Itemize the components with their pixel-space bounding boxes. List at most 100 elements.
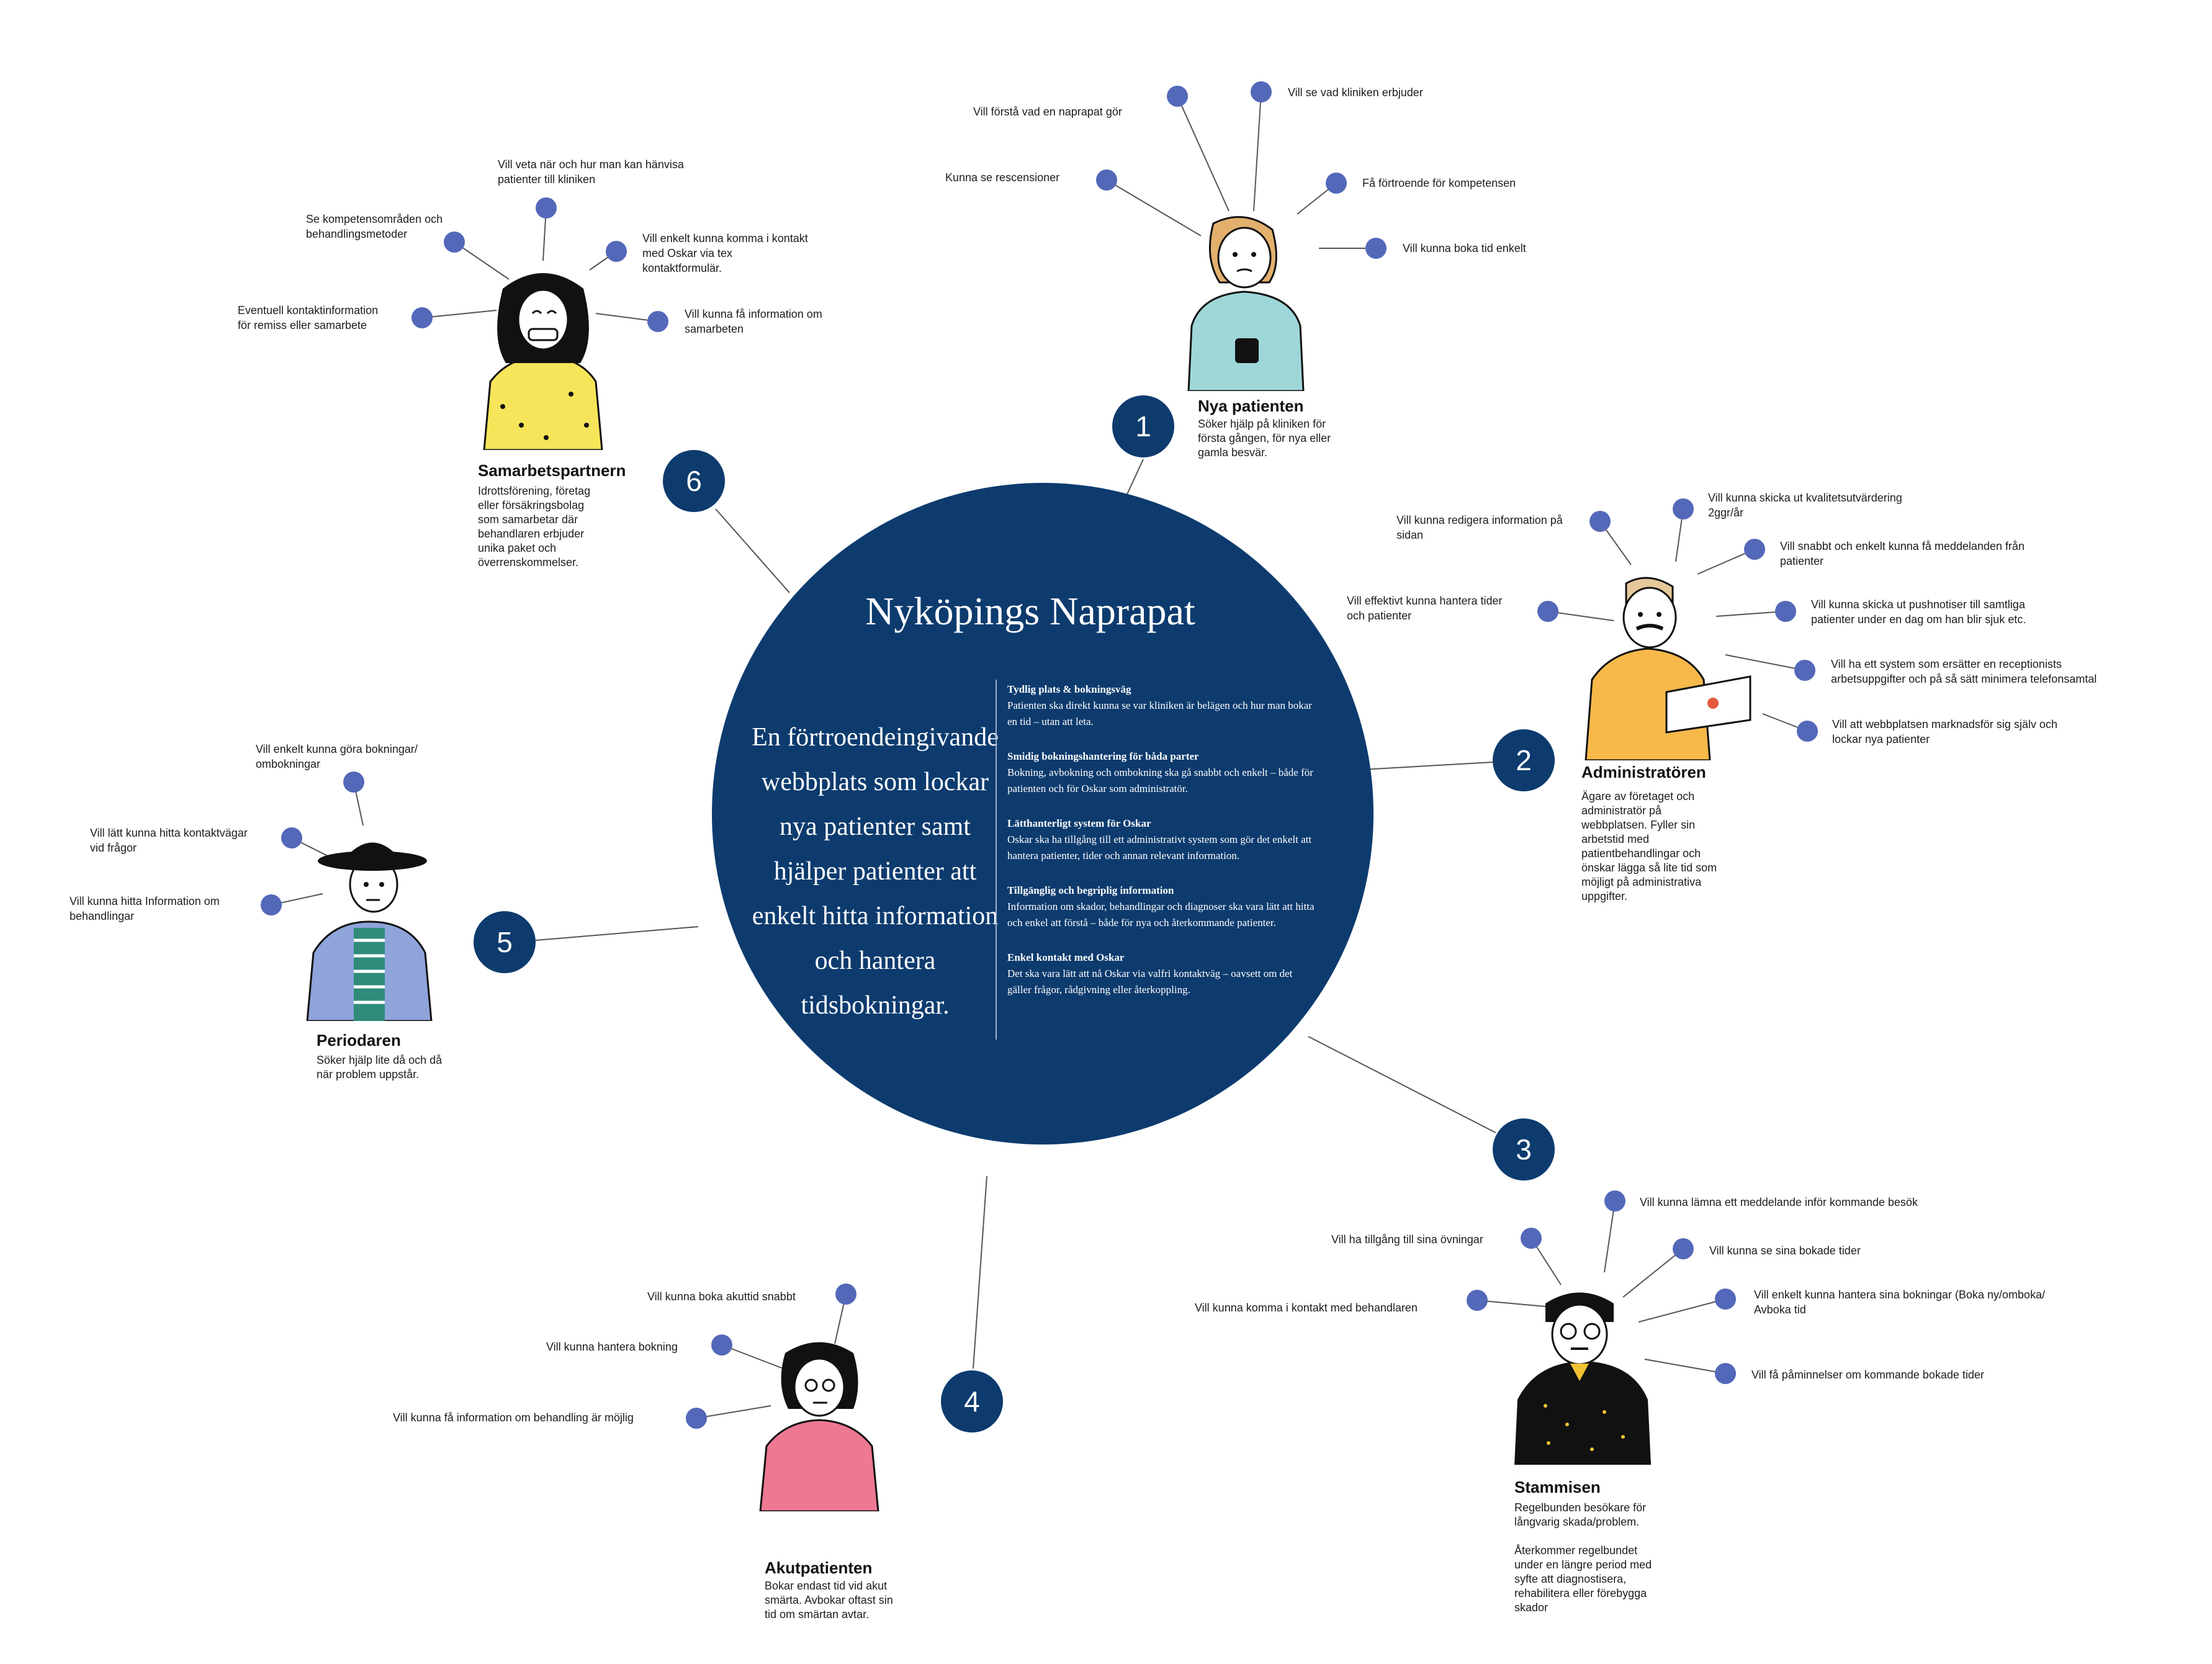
need-label: Vill enkelt kunna komma i kontakt med Os… [642, 232, 808, 274]
need-dot [606, 241, 627, 262]
need-dot [1251, 81, 1272, 102]
regular-patient-illustration [1514, 1292, 1651, 1465]
persona-description: Regelbunden besökare för långvarig skada… [1514, 1501, 1652, 1614]
principle-text: Information om skador, behandlingar och … [1007, 901, 1315, 929]
persona-number-2: 2 [1493, 729, 1555, 791]
need-dot [536, 197, 557, 218]
principles-list: Tydlig plats & bokningsväg Patienten ska… [1007, 681, 1318, 1017]
persona-description: Idrottsförening, företag eller försäkrin… [478, 485, 591, 569]
need-dot [1467, 1290, 1488, 1311]
need-label: Vill kunna se sina bokade tider [1709, 1244, 1861, 1257]
need-label: Vill kunna skicka ut pushnotiser till sa… [1811, 598, 2026, 626]
persona-name: Administratören [1581, 763, 1706, 781]
need-label: Vill kunna hantera bokning [546, 1341, 678, 1353]
acute-patient-illustration [759, 1342, 879, 1511]
need-dot [281, 827, 302, 848]
need-dot [1096, 169, 1117, 191]
need-label: Vill förstå vad en naprapat gör [973, 106, 1122, 118]
hub-connector-3 [1308, 1036, 1496, 1133]
principle-item: Smidig bokningshantering för båda parter… [1007, 749, 1318, 797]
need-dot [647, 311, 668, 332]
need-dot [1537, 601, 1558, 622]
principle-title: Tillgänglig och begriplig information [1007, 884, 1174, 896]
persona-number-1: 1 [1112, 395, 1174, 457]
need-label: Vill få påminnelser om kommande bokade t… [1751, 1369, 1984, 1381]
persona-number-6: 6 [663, 450, 725, 512]
need-line [1715, 611, 1786, 617]
need-dot [343, 771, 364, 793]
need-label: Vill kunna få information om samarbeten [685, 308, 822, 335]
persona-name: Nya patienten [1198, 397, 1304, 415]
persona-name: Periodaren [317, 1031, 401, 1050]
hub-divider [996, 680, 997, 1040]
need-label: Vill lätt kunna hitta kontaktvägar vid f… [90, 827, 248, 854]
need-dot [686, 1408, 707, 1429]
partner-illustration [483, 273, 603, 450]
need-label: Få förtroende för kompetensen [1362, 177, 1516, 189]
persona-name: Akutpatienten [765, 1558, 873, 1577]
need-label: Vill att webbplatsen marknadsför sig sjä… [1832, 718, 2057, 745]
need-label: Vill kunna skicka ut kvalitetsutvärderin… [1708, 492, 1902, 519]
need-dot [1673, 1238, 1694, 1259]
need-line [1622, 1248, 1684, 1298]
need-label: Vill enkelt kunna göra bokningar/ ombokn… [256, 743, 418, 770]
need-line [1477, 1300, 1546, 1307]
need-label: Vill kunna få information om behandling … [393, 1411, 634, 1424]
need-dot [1715, 1363, 1736, 1384]
principle-title: Lätthanterligt system för Oskar [1007, 817, 1151, 829]
need-label: Kunna se rescensioner [945, 171, 1060, 184]
need-line [1725, 654, 1805, 671]
persona-description: Bokar endast tid vid akut smärta. Avboka… [765, 1580, 893, 1621]
need-dot [835, 1284, 856, 1305]
need-label: Vill effektivt kunna hantera tider och p… [1347, 595, 1503, 622]
principle-item: Tillgänglig och begriplig information In… [1007, 883, 1318, 931]
principle-item: Enkel kontakt med Oskar Det ska vara lät… [1007, 950, 1318, 998]
need-dot [1521, 1228, 1542, 1249]
need-line [1177, 96, 1230, 212]
persona-number-3: 3 [1493, 1118, 1555, 1181]
need-line [1106, 179, 1202, 236]
need-dot [1167, 86, 1188, 107]
need-line [1638, 1298, 1726, 1323]
need-line [1253, 91, 1262, 212]
need-label: Vill snabbt och enkelt kunna få meddelan… [1780, 540, 2025, 567]
need-label: Vill ha ett system som ersätter en recep… [1831, 658, 2097, 685]
need-label: Eventuell kontaktinformation för remiss … [238, 304, 379, 331]
need-label: Vill kunna hitta Information om behandli… [70, 895, 220, 922]
need-dot [1775, 601, 1796, 622]
need-label: Se kompetensområden och behandlingsmetod… [306, 213, 443, 240]
hub-connector-6 [715, 508, 790, 593]
need-dot [1794, 660, 1815, 681]
persona-name: Samarbetspartnern [478, 461, 626, 480]
need-dot [444, 232, 465, 253]
need-dot [1604, 1190, 1625, 1212]
hub-connector-5 [535, 926, 699, 941]
principle-text: Oskar ska ha tillgång till ett administr… [1007, 834, 1312, 861]
hub-circle [712, 483, 1374, 1145]
need-dot [1326, 173, 1347, 194]
persona-number-5: 5 [474, 911, 536, 973]
occasional-patient-illustration [306, 842, 433, 1021]
need-label: Vill kunna komma i kontakt med behandlar… [1195, 1302, 1418, 1314]
need-dot [1744, 539, 1765, 560]
need-dot [411, 307, 433, 328]
need-line [1644, 1359, 1726, 1374]
principle-text: Bokning, avbokning och ombokning ska gå … [1007, 767, 1313, 794]
new-patient-illustration [1187, 216, 1305, 391]
hub-title: Nyköpings Naprapat [865, 589, 1195, 633]
persona-name: Stammisen [1514, 1478, 1601, 1496]
hub-connector-4 [973, 1176, 987, 1369]
principle-text: Patienten ska direkt kunna se var klinik… [1007, 699, 1312, 727]
persona-description: Söker hjälp på kliniken för första gånge… [1198, 418, 1331, 459]
principle-title: Smidig bokningshantering för båda parter [1007, 750, 1199, 762]
hub-mission: En förtroendeingivande webbplats som loc… [752, 723, 999, 1020]
need-dot [1673, 498, 1694, 519]
need-label: Vill ha tillgång till sina övningar [1331, 1233, 1483, 1246]
principle-title: Tydlig plats & bokningsväg [1007, 683, 1131, 695]
need-dot [1589, 511, 1611, 532]
need-label: Vill veta när och hur man kan hänvisa pa… [498, 158, 684, 186]
persona-number-4: 4 [941, 1370, 1003, 1432]
need-line [721, 1344, 784, 1369]
need-label: Vill se vad kliniken erbjuder [1288, 86, 1423, 99]
need-line [421, 310, 497, 318]
